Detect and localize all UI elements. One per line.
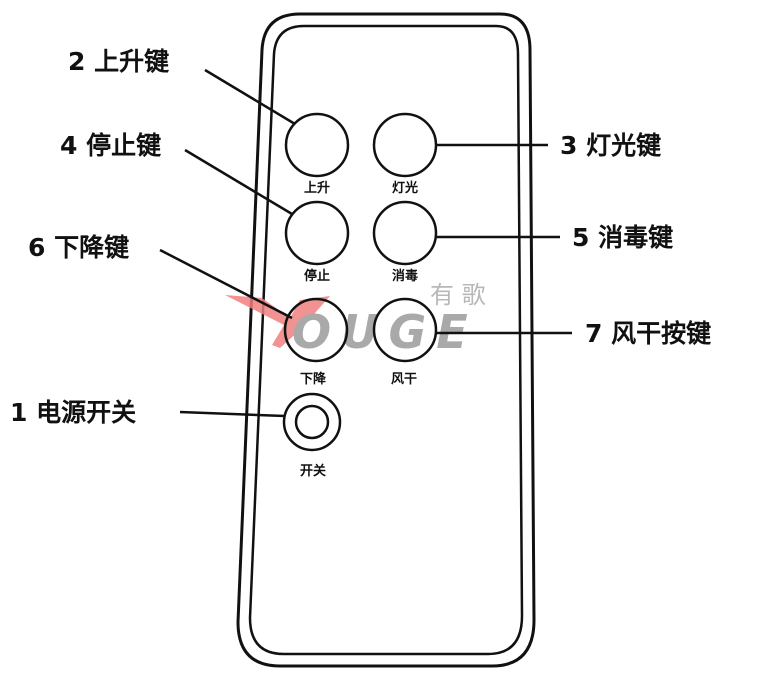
- dry-button[interactable]: [372, 297, 438, 363]
- up-leader-line: [204, 68, 296, 126]
- down-leader-line: [159, 248, 293, 320]
- callout-power: 1 电源开关: [10, 398, 136, 427]
- down-button[interactable]: [283, 297, 349, 363]
- power-leader-line: [179, 410, 286, 418]
- callout-disinfect: 5 消毒键: [572, 223, 673, 252]
- power-button-inner: [294, 404, 330, 440]
- stop-button[interactable]: [284, 200, 350, 266]
- dry-label: 风干: [391, 372, 417, 387]
- up-label: 上升: [304, 180, 330, 196]
- light-button[interactable]: [372, 112, 438, 178]
- remote-outer-outline: [236, 12, 536, 668]
- power-label: 开关: [300, 463, 326, 479]
- stop-label: 停止: [304, 268, 330, 284]
- light-label: 灯光: [392, 180, 418, 196]
- callout-dry: 7 风干按键: [585, 319, 711, 348]
- up-button[interactable]: [284, 112, 350, 178]
- callout-up: 2 上升键: [68, 47, 169, 76]
- stop-leader-line: [184, 148, 293, 216]
- watermark-logo-y: [225, 295, 330, 348]
- disinfect-label: 消毒: [392, 268, 418, 284]
- down-label: 下降: [300, 371, 327, 387]
- power-button[interactable]: [282, 392, 342, 452]
- remote-inner-outline: [248, 24, 524, 656]
- callout-light: 3 灯光键: [560, 131, 661, 160]
- disinfect-button[interactable]: [372, 200, 438, 266]
- callout-down: 6 下降键: [28, 233, 129, 262]
- watermark-cn: 有 歌: [430, 281, 486, 309]
- callout-stop: 4 停止键: [60, 131, 161, 160]
